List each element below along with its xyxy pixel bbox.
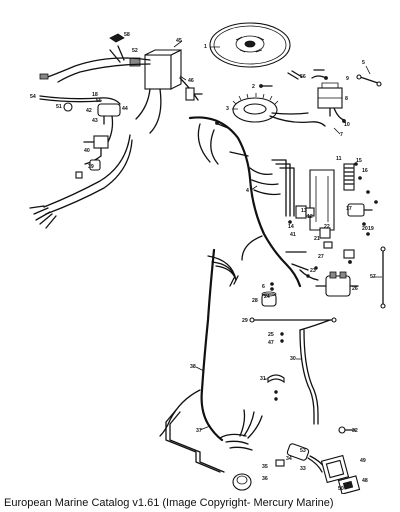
callout-50: 50: [338, 486, 344, 492]
callout-58: 58: [124, 32, 130, 38]
callout-36: 36: [262, 476, 268, 482]
callout-8: 8: [345, 96, 348, 102]
callout-52: 52: [132, 48, 138, 54]
rigid-tube: [165, 409, 225, 473]
stator: [232, 93, 326, 127]
clamp: [267, 374, 285, 384]
callout-33: 33: [300, 466, 306, 472]
battery-cable: [380, 246, 386, 309]
ignition-coil: [129, 49, 199, 134]
left-connector: [75, 159, 101, 179]
callout-43: 43: [92, 118, 98, 124]
callout-32: 32: [352, 428, 358, 434]
callout-45: 45: [176, 38, 182, 44]
rectifier: [311, 69, 346, 123]
callout-51: 51: [56, 104, 62, 110]
small-studs: [270, 282, 284, 401]
plug-connector: [275, 443, 327, 473]
callout-13: 13: [301, 208, 307, 214]
callout-17: 17: [346, 206, 352, 212]
fuse-holder: [261, 291, 277, 307]
callout-1: 1: [204, 44, 207, 50]
callout-55: 55: [96, 98, 102, 104]
left-relay: [83, 135, 109, 165]
callout-35: 35: [262, 464, 268, 470]
coil-connector: [185, 87, 203, 101]
callout-6: 6: [262, 284, 265, 290]
callout-46: 46: [188, 78, 194, 84]
main-harness: [188, 116, 319, 288]
flywheel: [209, 22, 291, 68]
ground-strap: [356, 74, 382, 87]
image-caption: European Marine Catalog v1.61 (Image Cop…: [4, 497, 334, 509]
solenoid-hardware: [306, 266, 318, 278]
tube-assembly: [299, 319, 331, 425]
control-harness: [159, 248, 263, 451]
callout-numbers: 1 2 3 4 5 6 7 8 9 10 11 12 13 14 15 16 1…: [30, 32, 376, 492]
callout-29: 29: [242, 318, 248, 324]
switch-box: [347, 203, 373, 217]
coil-label-tag: [109, 33, 125, 43]
mid-clips: [288, 205, 355, 264]
callout-27: 27: [318, 254, 324, 260]
callout-21: 21: [314, 236, 320, 242]
callout-20: 20: [362, 226, 368, 232]
callout-15: 15: [356, 158, 362, 164]
callout-41: 41: [290, 232, 296, 238]
callout-14: 14: [288, 224, 294, 230]
starter-solenoid: [315, 271, 359, 297]
callout-38: 38: [190, 364, 196, 370]
key-switch: [320, 454, 361, 494]
callout-37: 37: [196, 428, 202, 434]
callout-10: 10: [344, 122, 350, 128]
callout-22: 22: [324, 224, 330, 230]
callout-39: 39: [88, 164, 94, 170]
strap-clip: [287, 70, 303, 80]
throttle-link: [249, 317, 337, 323]
callout-16: 16: [362, 168, 368, 174]
callout-7: 7: [340, 132, 343, 138]
callout-56: 56: [300, 74, 306, 80]
callout-42: 42: [86, 108, 92, 114]
callout-47: 47: [268, 340, 274, 346]
left-harness: [39, 95, 121, 143]
callout-34: 34: [286, 456, 292, 462]
callout-31: 31: [260, 376, 266, 382]
callout-30: 30: [290, 356, 296, 362]
callout-44: 44: [122, 106, 128, 112]
callout-25: 25: [268, 332, 274, 338]
callout-3: 3: [226, 106, 229, 112]
terminal-bracket: [309, 163, 355, 231]
callout-28: 28: [252, 298, 258, 304]
callout-18: 18: [92, 92, 98, 98]
callout-2: 2: [252, 84, 255, 90]
callout-5: 5: [362, 60, 365, 66]
callout-24: 24: [264, 294, 270, 300]
callout-leaders: [173, 40, 382, 431]
callout-12: 12: [307, 214, 313, 220]
wiring-exploded-diagram: 1 2 3 4 5 6 7 8 9 10 11 12 13 14 15 16 1…: [29, 22, 386, 494]
lower-screw: [338, 426, 356, 434]
left-branch-harness: [29, 134, 133, 229]
callout-53: 53: [300, 448, 306, 454]
callout-26: 26: [352, 286, 358, 292]
callout-19: 19: [368, 226, 374, 232]
callout-4: 4: [246, 188, 249, 194]
callout-48: 48: [362, 478, 368, 484]
callout-40: 40: [84, 148, 90, 154]
warning-horn: [232, 473, 252, 491]
callout-49: 49: [360, 458, 366, 464]
callout-54: 54: [30, 94, 36, 100]
spark-plug-leads: [39, 45, 151, 83]
callout-23: 23: [310, 268, 316, 274]
callout-11: 11: [336, 156, 342, 162]
callout-9: 9: [346, 76, 349, 82]
